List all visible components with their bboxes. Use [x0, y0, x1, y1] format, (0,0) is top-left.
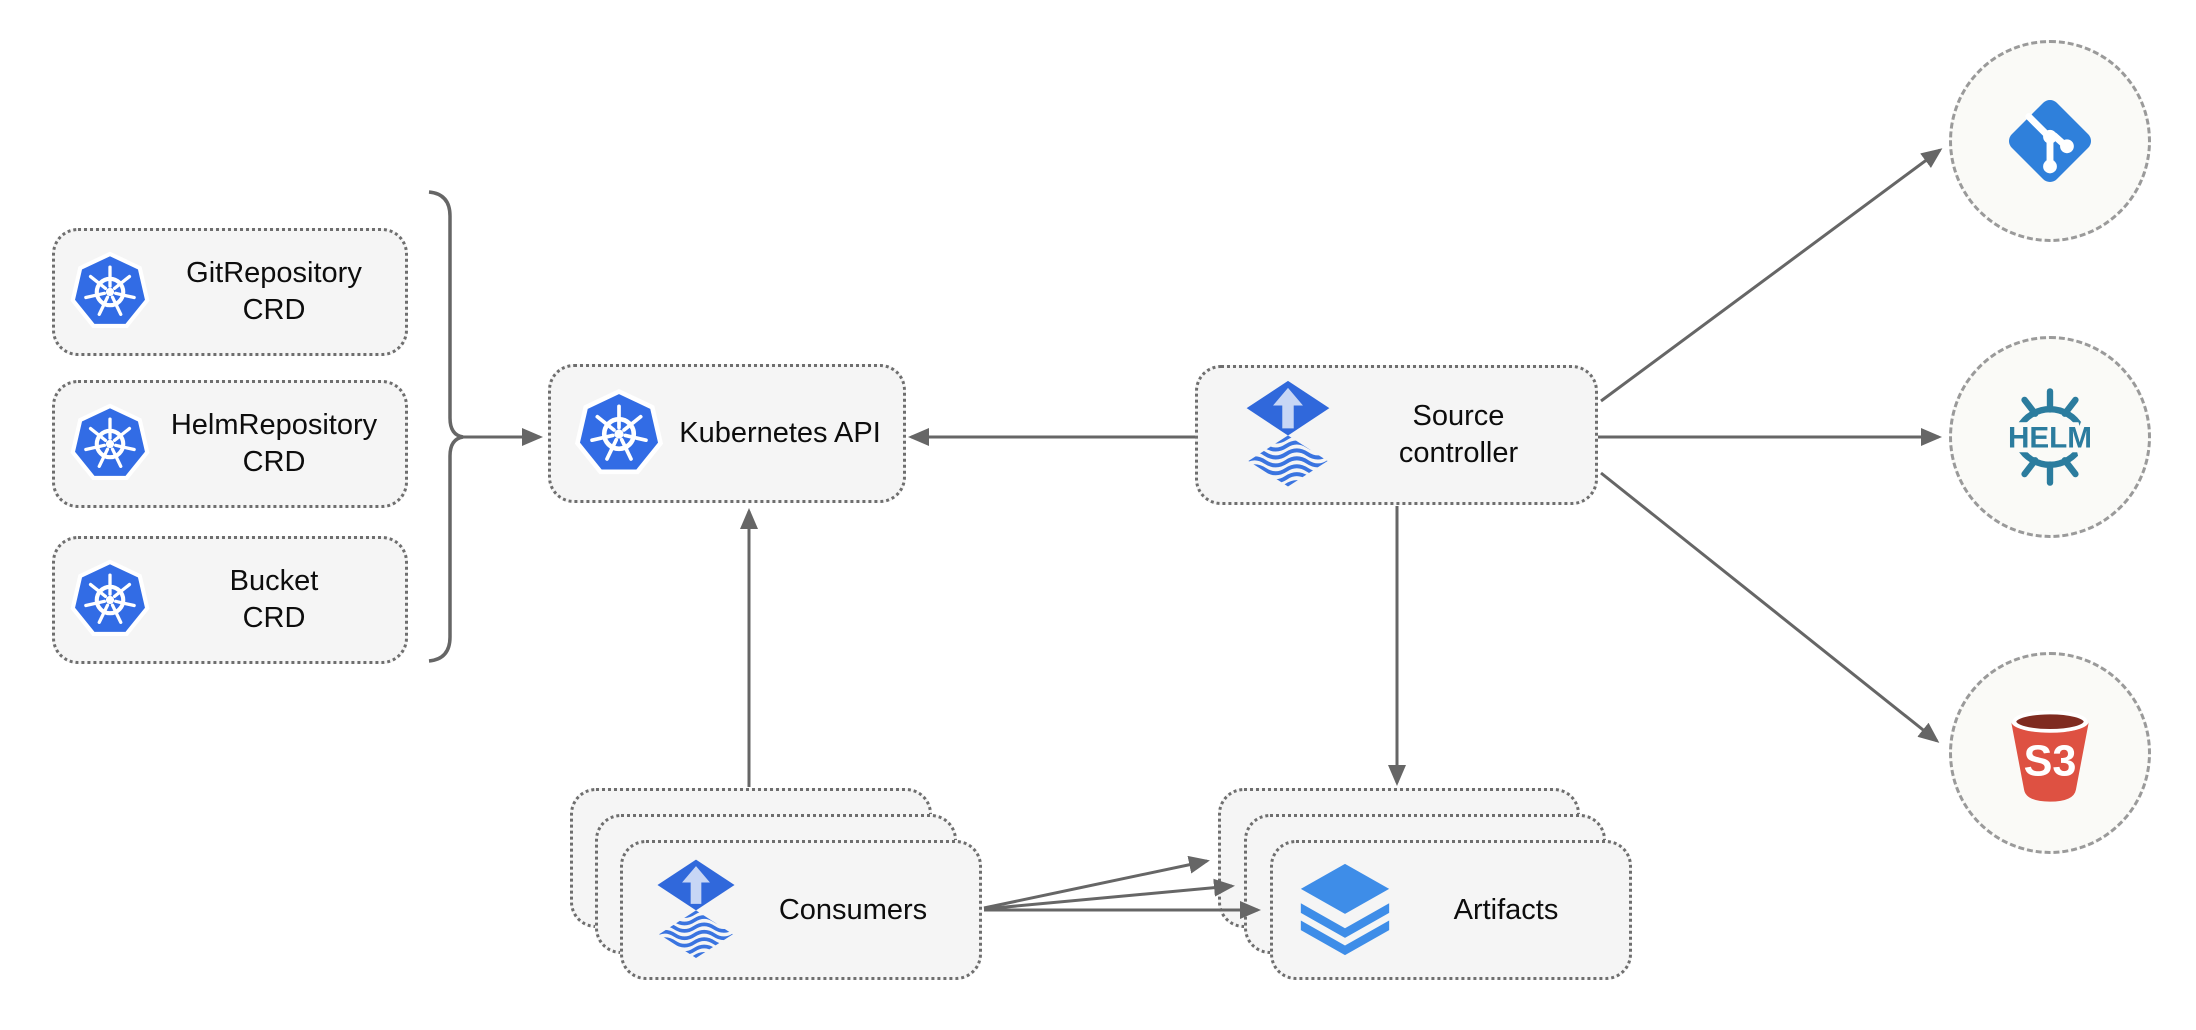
crd-label-line2: CRD: [242, 446, 306, 478]
git-icon: [1997, 88, 2103, 194]
helm-wordmark: HELM: [2008, 422, 2092, 455]
crd-label-line2: CRD: [242, 294, 306, 326]
crd-group-bracket-bottom: [428, 435, 464, 663]
kubernetes-icon: [67, 249, 153, 335]
node-artifacts: Artifacts: [1270, 840, 1632, 980]
arrow-source-controller-to-s3: [1600, 471, 1940, 743]
crd-label-line1: HelmRepository: [170, 409, 378, 441]
arrow-consumers-to-artifacts-2: [983, 878, 1235, 911]
node-helm-source: HELM: [1949, 336, 2151, 538]
kubernetes-icon: [571, 386, 667, 482]
node-kubernetes-api: Kubernetes API: [548, 364, 906, 503]
arrow-source-controller-to-git: [1600, 148, 1943, 403]
node-consumers: Consumers: [620, 840, 982, 980]
node-label: Bucket CRD: [153, 563, 405, 637]
s3-bucket-icon: S3: [1996, 699, 2104, 807]
node-source-controller: Source controller: [1195, 365, 1598, 505]
layers-icon: [1297, 862, 1393, 958]
s3-wordmark: S3: [2024, 738, 2077, 786]
node-s3-source: S3: [1949, 652, 2151, 854]
crd-label-line1: Bucket: [229, 565, 319, 597]
node-label: Source controller: [1332, 398, 1595, 472]
arrow-consumers-to-artifacts-1: [983, 855, 1210, 910]
kubernetes-icon: [67, 557, 153, 643]
helm-icon: HELM: [1997, 384, 2103, 490]
node-gitrepository-crd: GitRepository CRD: [52, 228, 408, 356]
node-label: GitRepository CRD: [153, 255, 405, 329]
crd-label-line1: GitRepository: [186, 257, 362, 289]
kubernetes-icon: [67, 401, 153, 487]
flux-icon: [655, 858, 737, 962]
node-label: Kubernetes API: [679, 417, 881, 449]
node-label: HelmRepository CRD: [153, 407, 405, 481]
crd-group-bracket-top: [428, 190, 464, 439]
crd-label-line2: CRD: [242, 602, 306, 634]
node-helmrepository-crd: HelmRepository CRD: [52, 380, 408, 508]
source-label-line2: controller: [1398, 437, 1519, 469]
node-label: Artifacts: [1453, 893, 1559, 926]
flux-icon: [1244, 380, 1332, 490]
node-git-source: [1949, 40, 2151, 242]
node-bucket-crd: Bucket CRD: [52, 536, 408, 664]
node-label: Consumers: [778, 893, 928, 926]
source-label-line1: Source: [1412, 400, 1505, 432]
